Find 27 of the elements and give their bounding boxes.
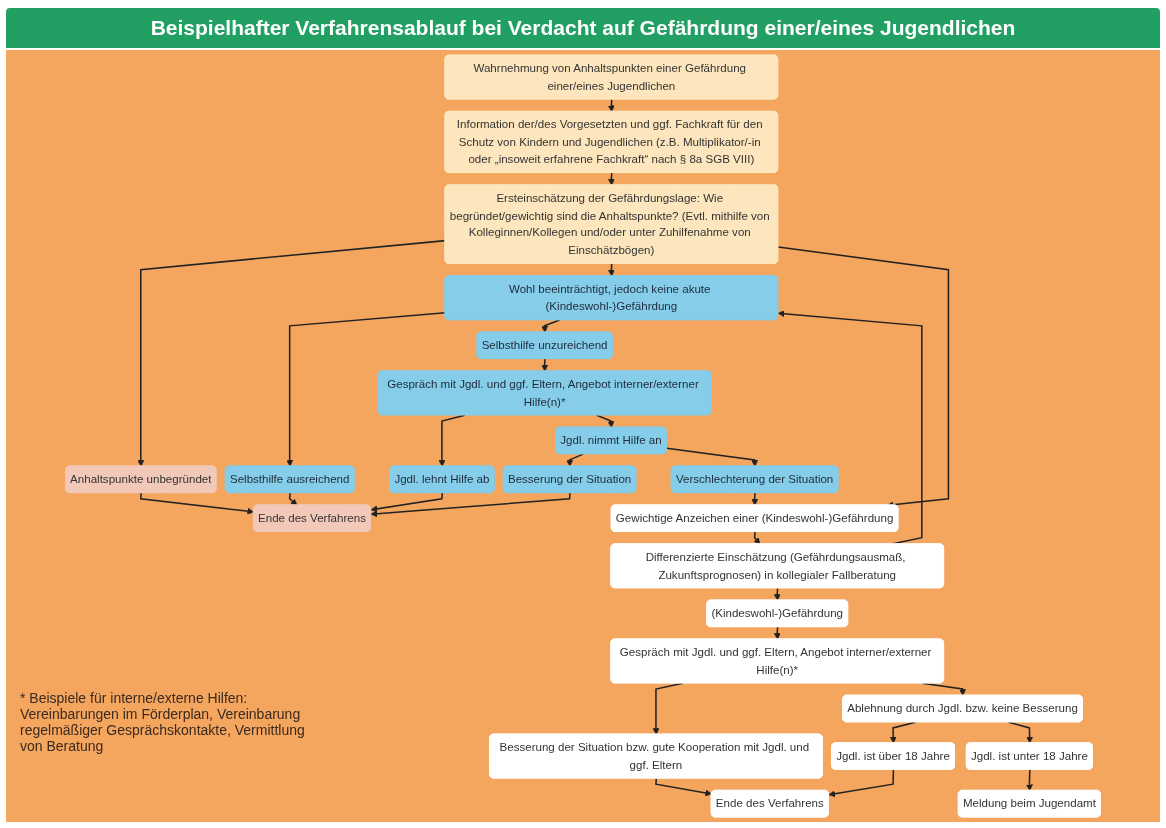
arrow bbox=[652, 682, 684, 735]
arrow bbox=[608, 98, 615, 112]
arrow bbox=[288, 492, 298, 506]
arrow bbox=[751, 492, 758, 506]
title-banner: Beispielhafter Verfahrensablauf bei Verdacht auf Gefährdung einer/eines Jugendlichen bbox=[6, 8, 1160, 48]
arrow bbox=[139, 492, 255, 515]
arrow bbox=[438, 414, 466, 467]
arrow bbox=[753, 531, 761, 545]
diagram-background: Wahrnehmung von Anhaltspunkten einer Gefährdung einer/eines Jugendlichen Information der/des Vorgesetzten und ggf. Fachkraft für den Schutz von Kindern und Jugendlichen (z.B. Multiplikator/-in oder „insoweit erfahrene Fachkraft“ nach § 8a SGB VIII) Ersteinschätzung der Gefährdungslage: Wie begründet/gewichtig sind die Anhaltspunkte? (Evtl. mithilfe von Kolleginnen/Kollegen und/oder unter Zuhilfenahme von Einschätzbögen) Anhaltspunkte unbegründet Wohl beeinträchtigt, jedoch keine akute (Kindeswohl-)Gefährdung Gewichtige Anzeichen einer (Kindeswohl-)Gefährdung Selbsthilfe ausreichend Selbsthilfe unzureichend Differenzierte Einschätzung (Gefährdungsausmaß, Zukunftsprognosen) in kollegialer Fallberatung Ende des Verfahrens Gespräch mit Jgdl. und ggf. Eltern, Angebot interner/externer Hilfe(n)* (Kindeswohl-)Gefährdung Jgdl. lehnt Hilfe ab Jgdl. nimmt Hilfe an Gespräch mit Jgdl. und ggf. Eltern, Angebot interner/externer Hilfe(n)* Besserung der Situation Verschlechterung der Situation Besserung der Situation bzw. gute Kooperation mit Jgdl. und ggf. Eltern Ablehnung durch Jgdl. bzw. keine Besserung Jgdl. ist über 18 Jahre Jgdl. ist unter 18 Jahre Ende des Verfahrens Meldung beim Jugendamt * Beispiele für interne/externe Hilfen: Vereinbarungen im Förderplan, Vereinbarung regelmäßiger Gesprächskontakte, Vermittlung von Beratung bbox=[6, 50, 1160, 822]
arrow bbox=[773, 626, 781, 640]
arrow bbox=[608, 172, 615, 186]
arrow bbox=[566, 453, 584, 467]
arrow bbox=[665, 447, 758, 467]
arrow bbox=[370, 492, 571, 518]
footnote: * Beispiele für interne/externe Hilfen: Vereinbarungen im Förderplan, Vereinbarung regelmäßiger Gesprächskontakte, Vermittlung von Beratung bbox=[20, 690, 306, 754]
arrow bbox=[655, 777, 712, 797]
arrow bbox=[777, 310, 923, 545]
arrow bbox=[608, 263, 615, 277]
arrow bbox=[596, 414, 615, 428]
arrow bbox=[541, 319, 561, 333]
arrow bbox=[541, 358, 548, 372]
arrow bbox=[773, 587, 781, 601]
arrow bbox=[828, 768, 895, 798]
arrow bbox=[1007, 721, 1034, 744]
arrow bbox=[1026, 768, 1033, 792]
arrow bbox=[889, 721, 917, 744]
arrow bbox=[370, 492, 444, 513]
